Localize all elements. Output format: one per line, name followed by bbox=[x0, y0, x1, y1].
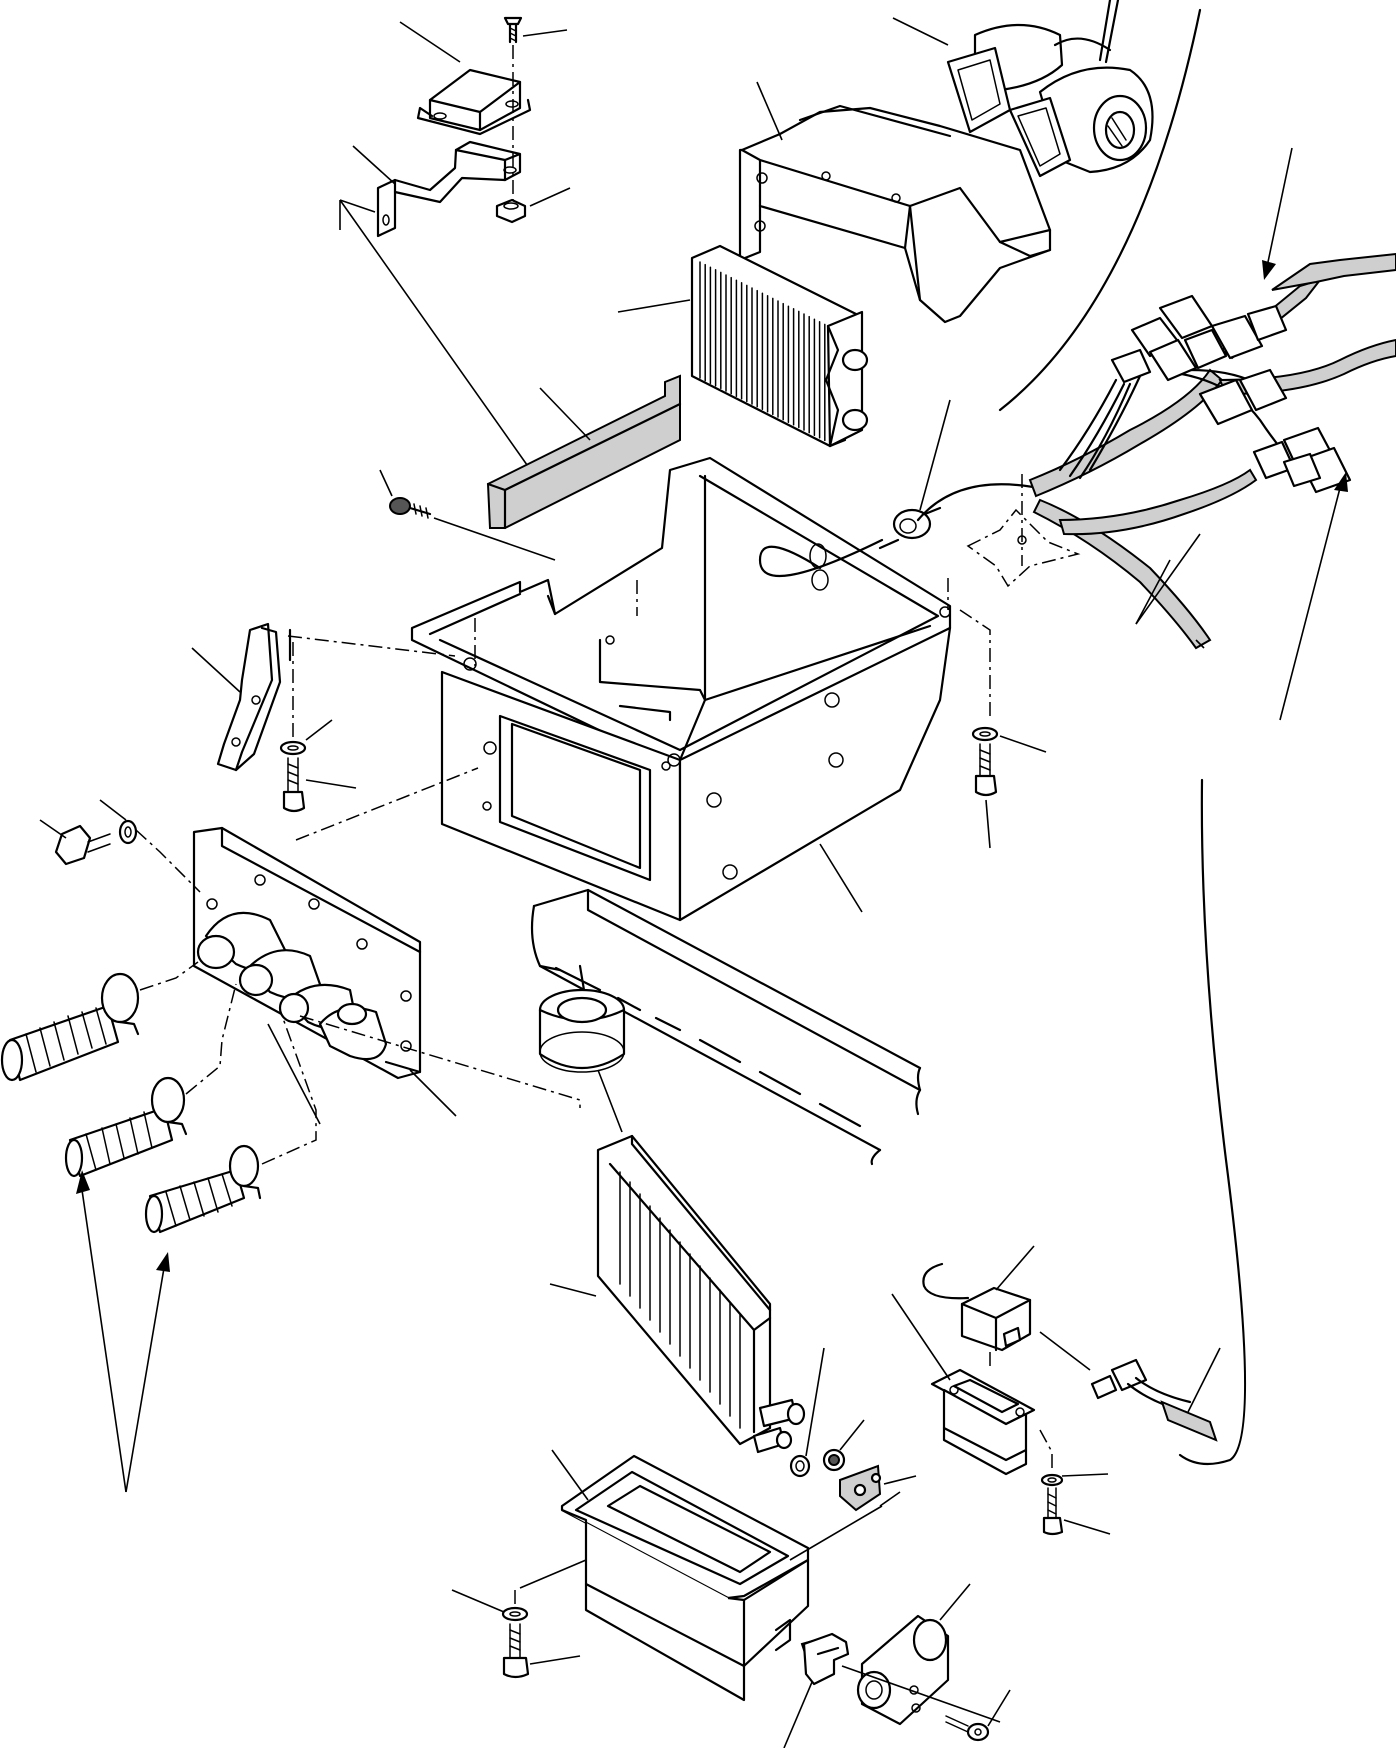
blower-housing bbox=[738, 104, 1052, 324]
evaporator-core bbox=[596, 1134, 806, 1454]
grommet bbox=[878, 506, 942, 550]
hose-clamps bbox=[0, 972, 262, 1234]
washer-relay bbox=[1040, 1473, 1064, 1487]
washer-duct bbox=[118, 819, 138, 845]
nut bbox=[495, 198, 527, 224]
blower-motor bbox=[946, 0, 1154, 178]
resistor-block bbox=[416, 68, 532, 136]
frame-member bbox=[530, 888, 922, 1166]
seal-strip bbox=[486, 374, 682, 530]
washer-left bbox=[279, 740, 307, 756]
heater-core bbox=[690, 244, 869, 448]
screw-valve bbox=[945, 1715, 990, 1742]
connector-wire bbox=[1039, 1331, 1221, 1442]
bolt-right bbox=[974, 743, 998, 797]
bolt-duct bbox=[54, 824, 111, 866]
arrow-left-2 bbox=[125, 1252, 170, 1493]
gasket bbox=[839, 1464, 882, 1512]
arrow-left-1 bbox=[76, 1170, 127, 1493]
arrow-right bbox=[1279, 472, 1348, 721]
duct-plate bbox=[192, 826, 422, 1080]
drain-pan bbox=[560, 1454, 810, 1702]
expansion-valve bbox=[856, 1614, 950, 1726]
bolt-relay bbox=[1042, 1487, 1064, 1536]
o-ring-2 bbox=[822, 1448, 846, 1472]
bracket bbox=[376, 140, 522, 238]
heater-case bbox=[410, 456, 952, 922]
bolt-bottom bbox=[502, 1623, 530, 1679]
relay bbox=[922, 1262, 1032, 1352]
small-screw bbox=[389, 497, 432, 519]
arrow-top-right bbox=[1262, 147, 1293, 280]
ground-symbol bbox=[966, 474, 1081, 588]
bolt-left bbox=[282, 757, 306, 813]
washer-right bbox=[971, 726, 999, 742]
washer-bottom bbox=[501, 1606, 529, 1622]
clip bbox=[800, 1632, 850, 1686]
wiring-harness bbox=[1028, 252, 1396, 650]
o-ring-1 bbox=[789, 1454, 811, 1478]
screw-top bbox=[503, 16, 523, 44]
relay-bracket bbox=[930, 1368, 1036, 1476]
mounting-bracket bbox=[216, 622, 292, 772]
drain-grommet bbox=[538, 988, 626, 1073]
